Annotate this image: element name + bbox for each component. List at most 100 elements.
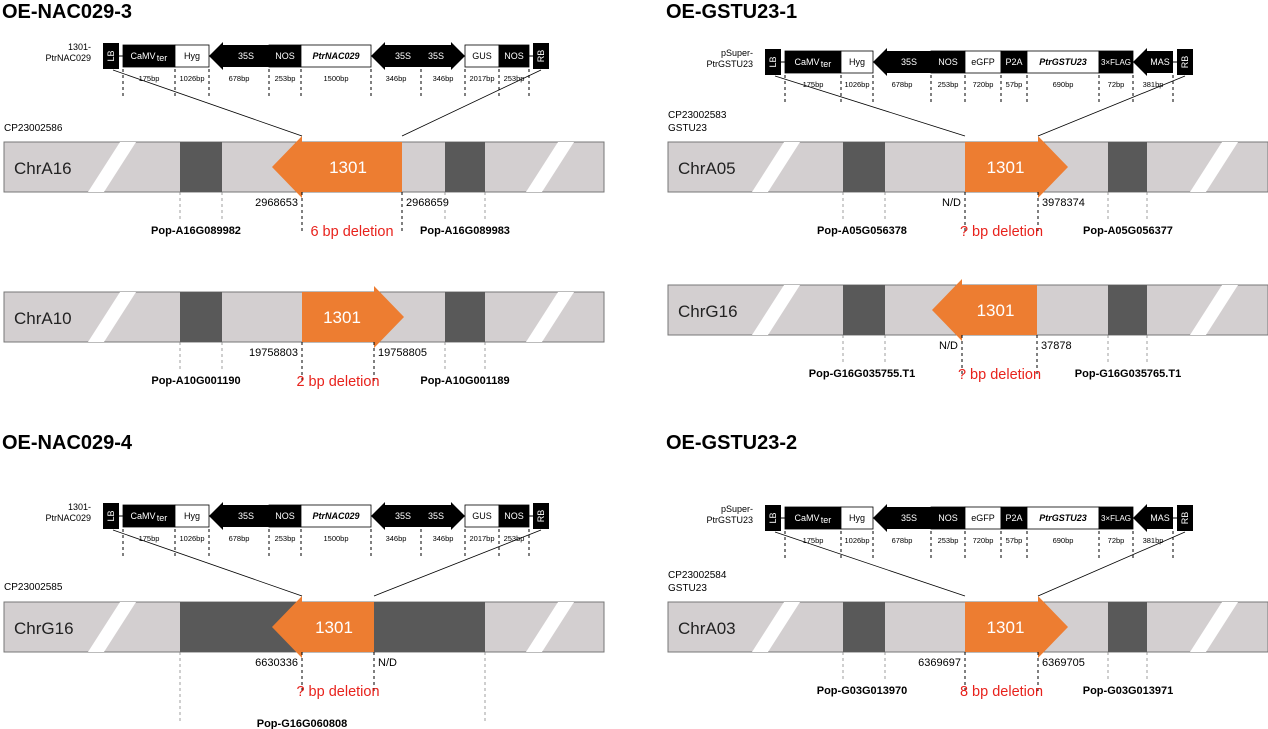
construct-name: 1301- [68,502,91,512]
element-label: NOS [938,57,958,67]
gene-right-label: Pop-A10G001189 [420,375,509,387]
element-label: NOS [275,511,295,521]
break-mark [752,602,800,652]
break-mark [752,285,800,335]
element-bp: 253bp [275,534,296,543]
element-35s-arrow [421,42,465,70]
deletion-label: ? bp deletion [958,367,1041,383]
element-nos-box [498,504,530,528]
chromosome-name: ChrG16 [678,302,738,321]
element-mas-arrow [1133,48,1173,76]
junction-left-position: 2968653 [255,197,298,209]
element-label: MAS [1150,57,1170,67]
junction-left-position: 6630336 [255,657,298,669]
element-label: CaMV [794,513,819,523]
element-35s-arrow [371,502,421,530]
element-label: PtrGSTU23 [1039,57,1087,67]
junction-left-position: N/D [939,340,958,352]
junction-right-position: 19758805 [378,347,427,359]
deletion-label: ? bp deletion [960,224,1043,240]
connector-left [774,75,966,137]
element-35s-arrow [209,502,269,530]
element-label: Hyg [184,51,200,61]
element-bp: 175bp [803,80,824,89]
element-label: NOS [275,51,295,61]
left-border-label: LB [768,512,778,523]
break-mark [526,142,574,192]
junction-right-position: 37878 [1041,340,1072,352]
chromosome-name: ChrA05 [678,159,736,178]
element-35s-arrow [371,42,421,70]
gene-block [445,292,485,342]
panel-title: OE-GSTU23-2 [666,432,797,454]
element-bp: 253bp [938,80,959,89]
element-label: CaMV [130,51,155,61]
element-bp: 175bp [139,534,160,543]
element-bp: 253bp [504,534,525,543]
element-label: 35S [238,511,254,521]
element-label: NOS [938,513,958,523]
gene-left-label: Pop-G03G013970 [817,685,908,697]
right-border-label: RB [536,510,546,523]
junction-right-position: 2968659 [406,197,449,209]
element-bp: 678bp [892,536,913,545]
connector-right [401,69,542,137]
panel-title: OE-GSTU23-1 [666,1,797,23]
element-bp: 1026bp [179,534,204,543]
element-label: Hyg [849,57,865,67]
element-bp: 346bp [386,534,407,543]
element-bp: 1500bp [323,74,348,83]
gene-center-label: Pop-G16G060808 [257,718,348,729]
break-mark [88,292,136,342]
break-mark [526,292,574,342]
gene-left-label: Pop-A16G089982 [151,225,241,237]
element-bp: 57bp [1006,536,1023,545]
element-label: P2A [1005,513,1022,523]
insert-label: 1301 [977,301,1015,320]
construct-name: 1301- [68,42,91,52]
element-bp: 1500bp [323,534,348,543]
gene-left-label: Pop-A10G001190 [151,375,240,387]
gene-left-label: Pop-A05G056378 [817,225,907,237]
gene-left-label: Pop-G16G035755.T1 [809,368,915,380]
panel-title: OE-NAC029-3 [2,1,132,23]
insert-arrow [965,596,1068,658]
right-border [1177,49,1193,75]
element-sub: ter [157,513,168,523]
construct-name: PtrGSTU23 [706,515,753,525]
gene-block [180,142,222,192]
element-bp: 346bp [386,74,407,83]
right-border-label: RB [536,50,546,63]
element-bp: 381bp [1143,536,1164,545]
element-sub: ter [821,59,832,69]
gene-block [180,292,222,342]
junction-right-position: N/D [378,657,397,669]
chromosome-name: ChrG16 [14,619,74,638]
connector-right [1037,531,1186,597]
element-label: MAS [1150,513,1170,523]
insert-arrow [932,279,1037,341]
element-bp: 2017bp [469,74,494,83]
element-label: 3×FLAG [1101,58,1131,67]
connector-left [774,531,966,597]
element-bp: 57bp [1006,80,1023,89]
left-border-label: LB [106,50,116,61]
left-border [103,503,119,529]
junction-left-position: 19758803 [249,347,298,359]
element-bp: 72bp [1108,536,1125,545]
sample-id: CP23002586 [4,123,63,134]
gene-block [843,285,885,335]
element-label: 3×FLAG [1101,514,1131,523]
element-label: GUS [472,51,492,61]
element-label: 35S [428,51,444,61]
sample-id: CP23002585 [4,582,63,593]
gene-right-label: Pop-G03G013971 [1083,685,1174,697]
element-label: GUS [472,511,492,521]
deletion-label: 6 bp deletion [310,224,393,240]
gene-block [1108,142,1147,192]
